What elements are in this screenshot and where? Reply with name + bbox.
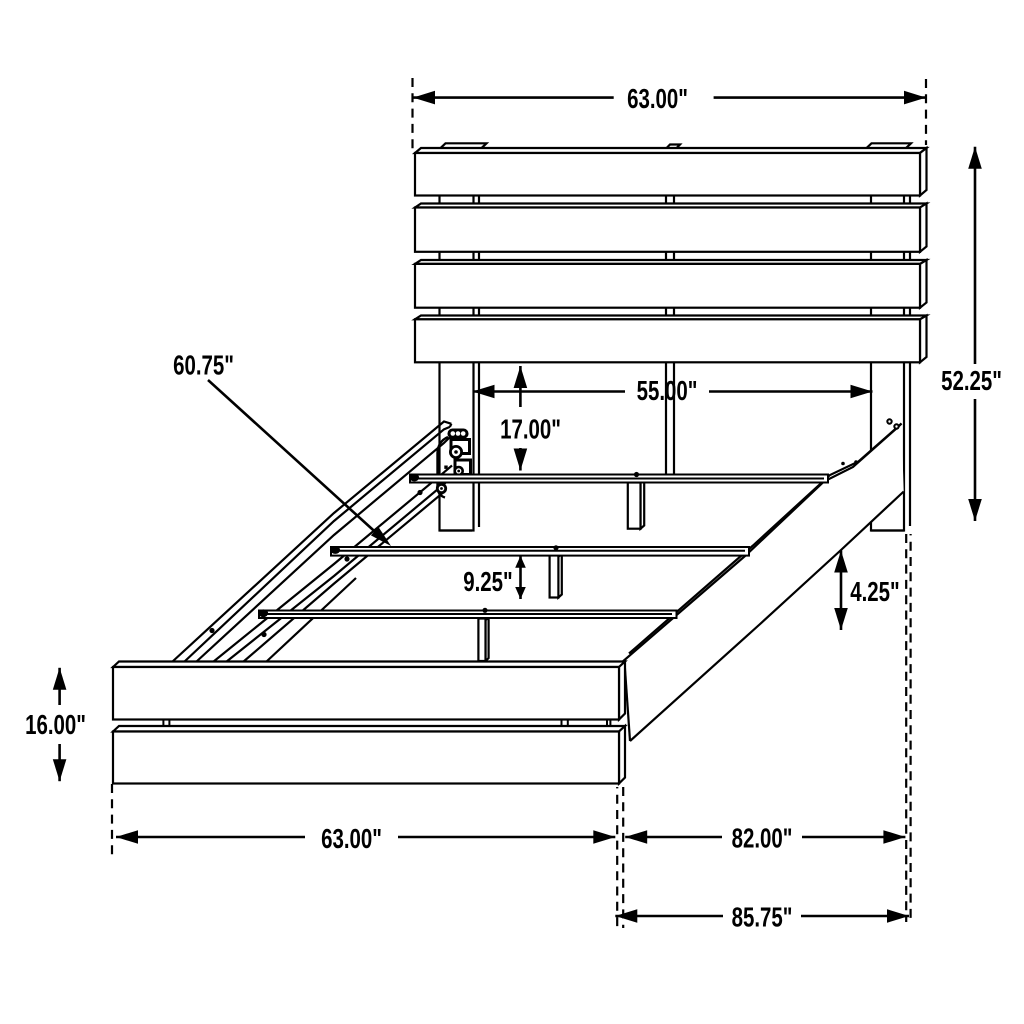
svg-text:52.25": 52.25" [941,366,1002,397]
svg-text:17.00": 17.00" [500,415,561,446]
svg-text:9.25": 9.25" [463,567,512,598]
svg-text:4.25": 4.25" [850,577,899,608]
svg-text:82.00": 82.00" [732,824,793,855]
svg-text:60.75": 60.75" [173,351,234,382]
svg-text:85.75": 85.75" [732,903,793,934]
svg-text:55.00": 55.00" [637,376,698,407]
svg-text:63.00": 63.00" [321,824,382,855]
svg-text:63.00": 63.00" [627,84,688,115]
svg-text:16.00": 16.00" [25,710,86,741]
